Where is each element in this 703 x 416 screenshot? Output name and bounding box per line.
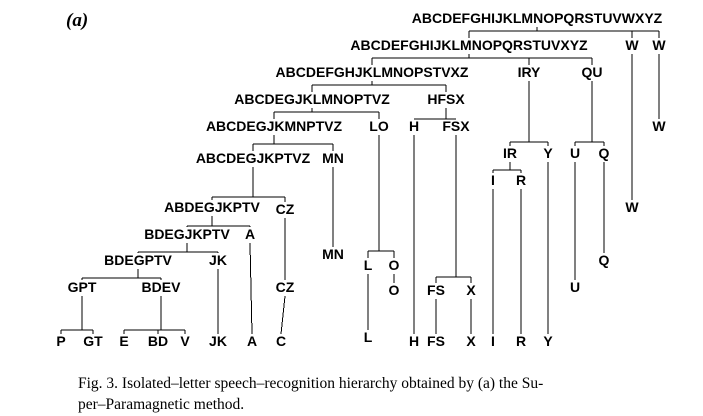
- tree-node-q: Q: [599, 145, 610, 161]
- tree-node-v: V: [180, 333, 190, 349]
- tree-node-cz2: CZ: [276, 279, 295, 295]
- tree-node-gt: GT: [83, 333, 103, 349]
- tree-node-q2: Q: [599, 252, 610, 268]
- tree-node-u2: U: [570, 279, 580, 295]
- tree-node-l5: ABCDEGJKPTVZ: [196, 150, 311, 166]
- tree-node-c: C: [276, 333, 286, 349]
- tree-node-ir: IR: [503, 145, 517, 161]
- tree-node-w4: W: [625, 199, 639, 215]
- tree-node-jk: JK: [209, 252, 227, 268]
- tree-node-p: P: [56, 333, 65, 349]
- tree-node-u: U: [570, 145, 580, 161]
- tree-node-mn2: MN: [322, 246, 344, 262]
- tree-node-i2: I: [491, 333, 495, 349]
- tree-node-bd: BD: [148, 333, 168, 349]
- tree-node-e: E: [119, 333, 128, 349]
- panel-label: (a): [66, 10, 88, 31]
- tree-node-l7: BDEGJKPTV: [144, 226, 230, 242]
- tree-node-hfsx: HFSX: [427, 91, 465, 107]
- edge-chain-n_CZ2-n_C: [280, 295, 286, 335]
- tree-node-l: L: [364, 257, 373, 273]
- tree-node-h2: H: [409, 333, 419, 349]
- tree-node-h: H: [409, 118, 419, 134]
- tree-node-fsx: FSX: [442, 118, 470, 134]
- tree-node-w2: W: [652, 37, 666, 53]
- hierarchy-tree: (a) ABCDEFGHIJKLMNOPQRSTUVWXYZABCDEFGHIJ…: [56, 10, 666, 349]
- tree-node-x2: X: [466, 333, 476, 349]
- tree-node-a: A: [245, 226, 255, 242]
- tree-node-labels: ABCDEFGHIJKLMNOPQRSTUVWXYZ ABCDEFGHIJKLMN…: [56, 10, 666, 349]
- tree-node-y2: Y: [543, 333, 553, 349]
- tree-node-w1: W: [625, 37, 639, 53]
- tree-node-now: ABCDEFGHIJKLMNOPQRSTUVXYZ: [350, 37, 588, 53]
- tree-node-i: I: [491, 172, 495, 188]
- tree-node-l2: L: [364, 329, 373, 345]
- tree-edges: [60, 27, 660, 335]
- tree-node-cz: CZ: [276, 201, 295, 217]
- tree-node-gpt: GPT: [68, 279, 97, 295]
- tree-node-iry: IRY: [518, 64, 541, 80]
- tree-node-o2: O: [389, 282, 400, 298]
- tree-node-qu: QU: [582, 64, 603, 80]
- tree-node-lo: LO: [369, 118, 389, 134]
- tree-node-l2: ABCDEFGHJKLMNOPSTVXZ: [276, 64, 469, 80]
- tree-node-l8: BDEGPTV: [104, 252, 172, 268]
- tree-node-fs2: FS: [427, 333, 445, 349]
- tree-node-x: X: [466, 282, 476, 298]
- tree-node-l3: ABCDEGJKLMNOPTVZ: [234, 91, 390, 107]
- caption-line-1: Fig. 3. Isolated–letter speech–recogniti…: [78, 375, 544, 392]
- caption-line-2: per–Paramagnetic method.: [78, 396, 245, 413]
- edge-chain-n_A-n_A2: [249, 242, 253, 335]
- tree-node-bdev: BDEV: [142, 279, 182, 295]
- tree-node-a2: A: [247, 333, 257, 349]
- tree-node-mn: MN: [322, 150, 344, 166]
- tree-node-all: ABCDEFGHIJKLMNOPQRSTUVWXYZ: [412, 10, 663, 26]
- figure-caption: Fig. 3. Isolated–letter speech–recogniti…: [78, 373, 678, 415]
- tree-node-fs: FS: [427, 282, 445, 298]
- tree-node-y: Y: [543, 145, 553, 161]
- tree-node-jk2: JK: [209, 333, 227, 349]
- tree-node-r2: R: [516, 333, 526, 349]
- tree-node-l6: ABDEGJKPTV: [164, 199, 260, 215]
- tree-node-w3: W: [652, 118, 666, 134]
- tree-node-o: O: [389, 257, 400, 273]
- tree-node-r: R: [516, 172, 526, 188]
- tree-node-l4: ABCDEGJKMNPTVZ: [206, 118, 343, 134]
